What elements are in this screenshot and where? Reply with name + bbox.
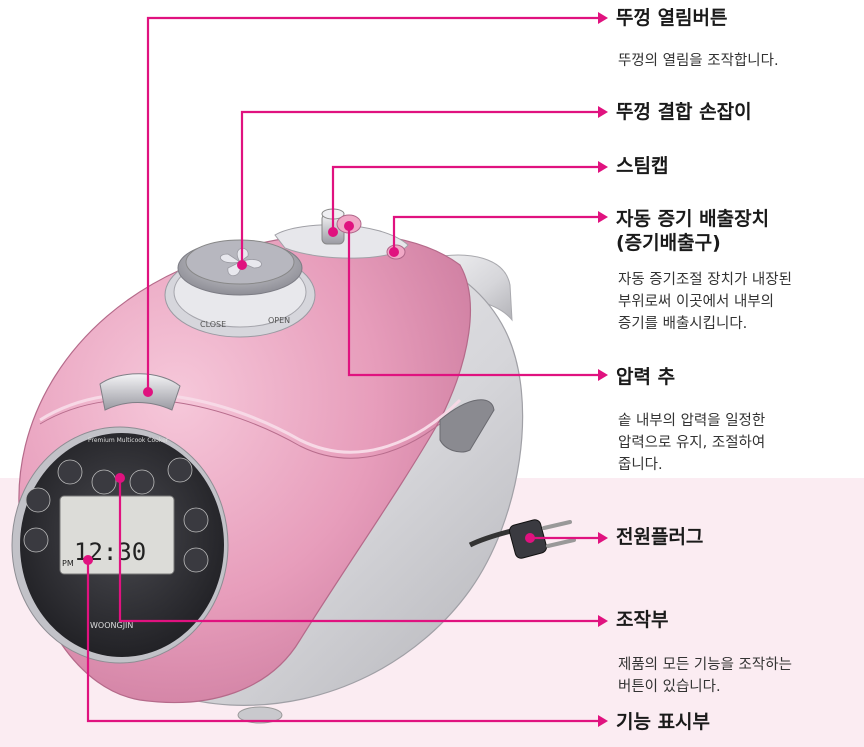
callout-arrow-pressure-weight bbox=[598, 369, 608, 381]
label-control-panel: 조작부 bbox=[616, 609, 669, 631]
callout-arrow-lid-open-button bbox=[598, 12, 608, 24]
callout-dot-power-plug bbox=[525, 533, 535, 543]
steam-area bbox=[274, 208, 409, 260]
brand-text: WOONGJIN bbox=[90, 621, 133, 630]
lid-close-text: CLOSE bbox=[200, 320, 226, 329]
label-auto-steam-release: 자동 증기 배출장치 (증기배출구) bbox=[616, 208, 770, 254]
callout-dot-pressure-weight bbox=[344, 221, 354, 231]
label-steam-cap: 스팀캡 bbox=[616, 155, 669, 177]
desc-lid-open-button: 뚜껑의 열림을 조작합니다. bbox=[618, 53, 779, 69]
callout-arrow-auto-steam bbox=[598, 211, 608, 223]
label-display: 기능 표시부 bbox=[616, 711, 711, 733]
display-ampm-text: PM bbox=[62, 559, 74, 568]
label-lid-open-button: 뚜껑 열림버튼 bbox=[616, 7, 728, 29]
control-panel-shape: Premium Multicook Cooker 12:30 PM WOONGJ… bbox=[11, 426, 229, 664]
callout-lines bbox=[86, 16, 598, 723]
callout-dot-steam-cap bbox=[328, 227, 338, 237]
callout-line-lid-open-button bbox=[146, 16, 598, 392]
lid-handle-knob: CLOSE OPEN bbox=[164, 239, 316, 338]
callout-arrow-control-panel bbox=[598, 615, 608, 627]
callout-arrow-power-plug bbox=[598, 532, 608, 544]
desc-auto-steam-release: 자동 증기조절 장치가 내장된 부위로써 이곳에서 내부의 증기를 배출시킵니다… bbox=[618, 272, 792, 332]
callout-line-control-panel bbox=[118, 478, 598, 623]
label-power-plug: 전원플러그 bbox=[616, 526, 704, 548]
callout-line-pressure-weight bbox=[347, 226, 598, 377]
callout-dot-display bbox=[83, 555, 93, 565]
callout-arrow-lid-handle bbox=[598, 106, 608, 118]
callout-dot-lid-handle bbox=[237, 260, 247, 270]
desc-control-panel: 제품의 모든 기능을 조작하는 버튼이 있습니다. bbox=[618, 657, 792, 695]
lid-open-button-shape bbox=[99, 373, 181, 411]
callout-dot-lid-open-button bbox=[143, 387, 153, 397]
label-lid-handle: 뚜껑 결합 손잡이 bbox=[616, 101, 752, 123]
callout-line-lid-handle bbox=[240, 110, 598, 265]
callout-dots bbox=[83, 12, 608, 727]
callout-line-steam-cap bbox=[331, 165, 598, 232]
callout-line-display bbox=[86, 560, 598, 723]
callout-arrow-display bbox=[598, 715, 608, 727]
callout-line-auto-steam bbox=[392, 215, 598, 252]
label-pressure-weight: 압력 추 bbox=[616, 366, 676, 388]
desc-pressure-weight: 솥 내부의 압력을 일정한 압력으로 유지, 조절하여 줍니다. bbox=[618, 413, 766, 473]
panel-header-text: Premium Multicook Cooker bbox=[88, 437, 169, 444]
callout-dot-auto-steam bbox=[389, 247, 399, 257]
callout-dot-control-panel bbox=[115, 473, 125, 483]
callout-arrow-steam-cap bbox=[598, 161, 608, 173]
lid-open-text: OPEN bbox=[268, 316, 290, 325]
